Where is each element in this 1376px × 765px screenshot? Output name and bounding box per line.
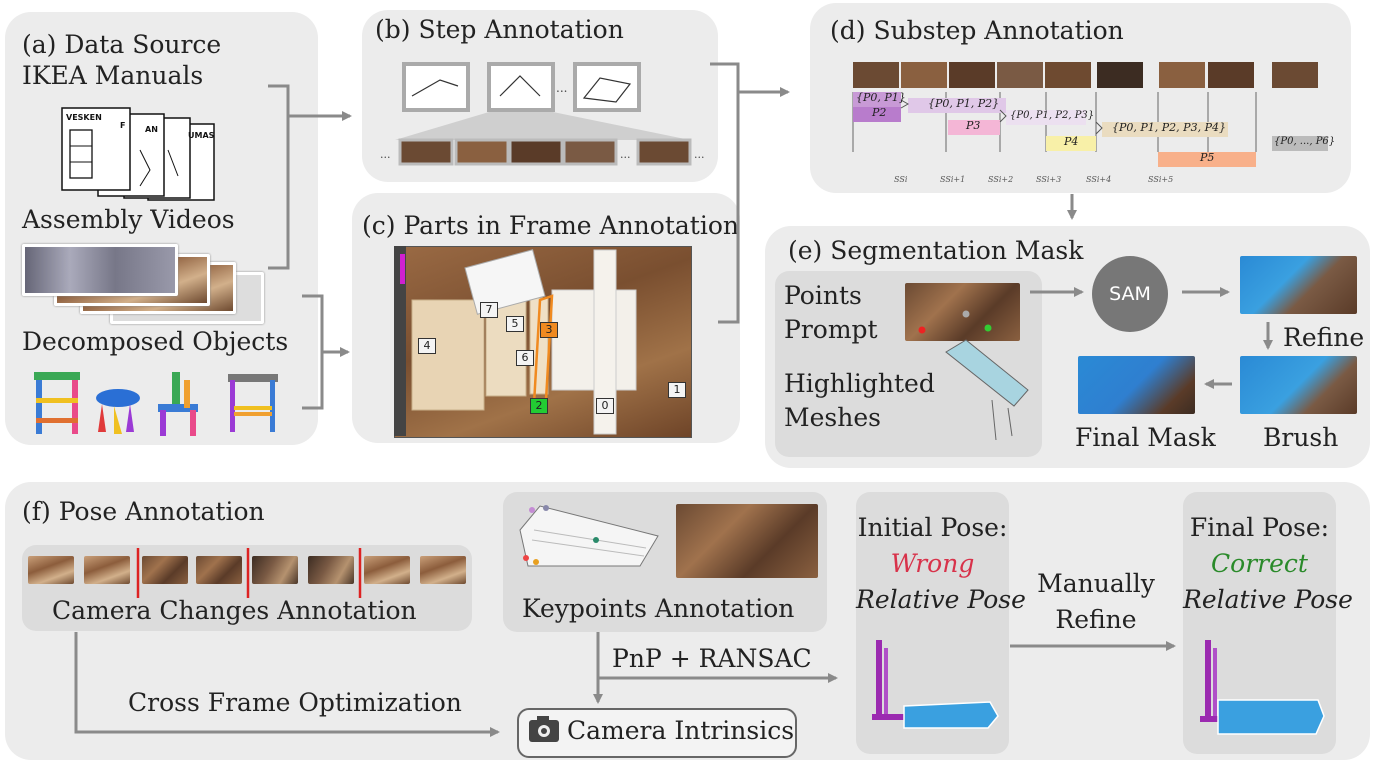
panel-a-title: (a) Data Source (22, 30, 222, 59)
substep-bar-p5: P5 (1200, 151, 1215, 164)
camera-intrinsics-box (517, 708, 797, 758)
initial-pose-label: Initial Pose: (857, 513, 1008, 542)
initial-relative-pose-label: Relative Pose (856, 585, 1026, 614)
keypoints-label: Keypoints Annotation (522, 594, 795, 623)
substep-bar-p0p1: {P0, P1} (856, 91, 906, 104)
pnp-ransac-label: PnP + RANSAC (612, 644, 812, 673)
meshes-label: Meshes (784, 403, 881, 432)
refine-label: Refine (1283, 323, 1365, 352)
panel-d-title: (d) Substep Annotation (830, 16, 1124, 45)
panel-a-videos-label: Assembly Videos (22, 205, 235, 234)
keypoints-image (676, 504, 818, 578)
manually-label: Manually (1037, 569, 1155, 598)
part-label-4: 4 (418, 338, 436, 354)
points-prompt-image (905, 283, 1020, 341)
substep-bar-p3: P3 (966, 119, 981, 132)
final-mask-image (1078, 356, 1195, 414)
camera-changes-label: Camera Changes Annotation (52, 596, 417, 625)
brush-label: Brush (1263, 423, 1339, 452)
final-relative-pose-label: Relative Pose (1183, 585, 1353, 614)
panel-c-title: (c) Parts in Frame Annotation (362, 211, 739, 240)
final-pose-label: Final Pose: (1189, 513, 1330, 542)
panel-b-title: (b) Step Annotation (375, 15, 624, 44)
brush-image (1240, 356, 1357, 414)
part-label-7: 7 (480, 302, 498, 318)
substep-bar-p2: P2 (872, 106, 887, 119)
substep-tick-1: SSi+1 (940, 175, 966, 184)
camera-frames (28, 556, 468, 586)
substep-bar-p4: P4 (1064, 135, 1079, 148)
camera-intrinsics-label: Camera Intrinsics (567, 716, 795, 745)
part-label-1: 1 (668, 382, 686, 398)
refine-pose-label: Refine (1055, 605, 1137, 634)
sam-output-image (1240, 256, 1357, 314)
final-mask-label: Final Mask (1075, 423, 1216, 452)
panel-f-title: (f) Pose Annotation (22, 497, 265, 526)
panel-a-objects-label: Decomposed Objects (22, 327, 289, 356)
substep-tick-4: SSi+4 (1086, 175, 1112, 184)
substep-bar-p0p6: {P0, ..., P6} (1274, 136, 1336, 147)
part-label-0: 0 (596, 398, 614, 414)
substep-tick-0: SSi (894, 175, 908, 184)
part-label-3: 3 (540, 322, 558, 338)
parts-frame-sidebar-highlight (400, 254, 405, 284)
panel-e-title: (e) Segmentation Mask (788, 236, 1084, 265)
wrong-label: Wrong (890, 549, 975, 578)
part-label-6: 6 (516, 350, 534, 366)
substep-tick-2: SSi+2 (988, 175, 1014, 184)
substep-bar-p0p4: {P0, P1, P2, P3, P4} (1112, 121, 1226, 134)
part-label-5: 5 (506, 316, 524, 332)
correct-label: Correct (1211, 549, 1308, 578)
sam-node: SAM (1092, 256, 1168, 332)
parts-frame-sidebar (394, 246, 406, 436)
video-thumb-1 (22, 244, 178, 296)
substep-tick-3: SSi+3 (1036, 175, 1062, 184)
part-label-2: 2 (530, 398, 548, 414)
substep-bar-p0p1p2: {P0, P1, P2} (928, 97, 1000, 110)
prompt-label: Prompt (784, 315, 878, 344)
points-label: Points (784, 281, 862, 310)
highlighted-label: Highlighted (784, 369, 935, 398)
cross-frame-label: Cross Frame Optimization (128, 688, 462, 717)
substep-tick-5: SSi+5 (1148, 175, 1174, 184)
substep-bar-p0p1p2p3: {P0, P1, P2, P3} (1010, 110, 1095, 121)
panel-a-subtitle: IKEA Manuals (22, 61, 204, 90)
